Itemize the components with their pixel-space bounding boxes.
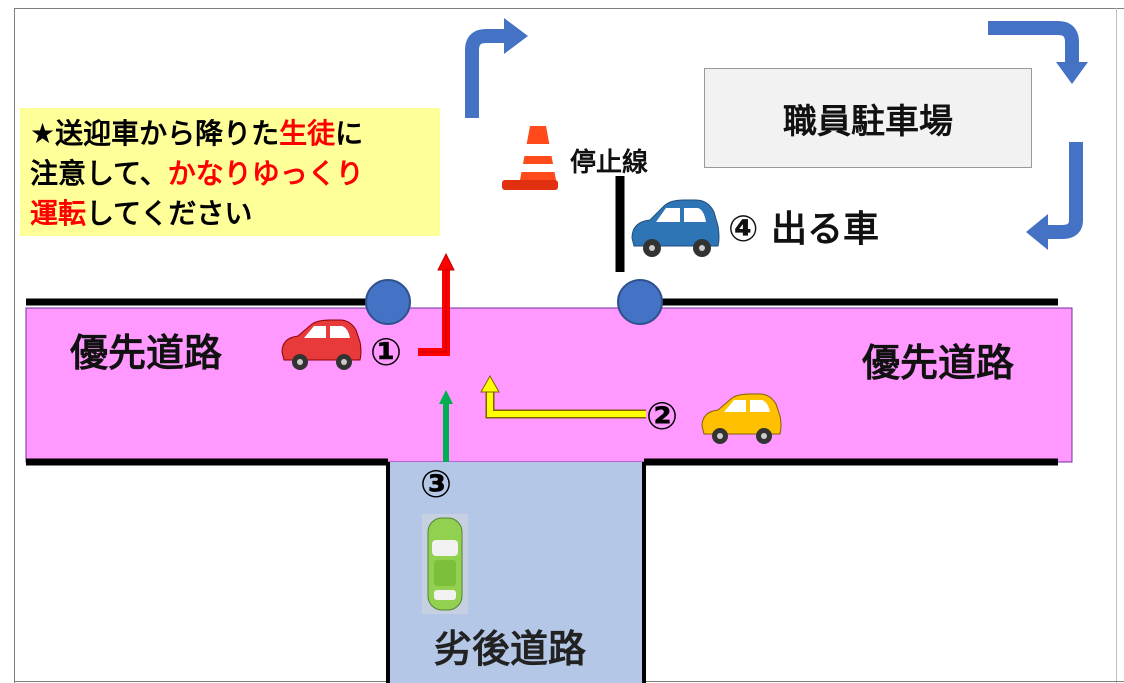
- safety-notice: ★送迎車から降りた生徒に 注意して、かなりゆっくり 運転してください: [20, 108, 440, 236]
- notice-line-2: 注意して、かなりゆっくり: [30, 154, 430, 194]
- number-1: ①: [370, 330, 403, 374]
- notice-highlight-drive: 運転: [30, 197, 87, 230]
- notice-text: 注意して、: [30, 157, 168, 190]
- staff-parking-box: 職員駐車場: [704, 68, 1032, 168]
- gate-post-left: [365, 279, 411, 325]
- path-arrow-3: [439, 390, 453, 462]
- notice-line-1: ★送迎車から降りた生徒に: [30, 114, 430, 154]
- frame-top-border: [14, 8, 1124, 9]
- priority-road-label-right: 優先道路: [862, 341, 1015, 385]
- staff-parking-label: 職員駐車場: [783, 101, 953, 142]
- priority-road-label-left: 優先道路: [70, 331, 223, 375]
- frame-left-border: [14, 8, 15, 683]
- curved-arrow-icon: [465, 21, 1083, 239]
- blue-car-icon: [631, 199, 720, 257]
- notice-text: ★送迎車から降りた: [30, 117, 280, 150]
- path-arrow-2: [480, 374, 646, 419]
- notice-text: に: [335, 117, 364, 150]
- priority-road: [25, 307, 1073, 463]
- red-car-icon: [281, 319, 362, 370]
- notice-highlight-students: 生徒: [279, 117, 336, 150]
- notice-highlight-slowly: かなりゆっくり: [167, 157, 364, 190]
- exiting-car-label: ④ 出る車: [728, 209, 880, 250]
- notice-line-3: 運転してください: [30, 194, 430, 234]
- traffic-cone-icon: [502, 126, 558, 190]
- frame-right-border: [1116, 8, 1117, 683]
- inferior-road-label: 劣後道路: [434, 627, 587, 671]
- path-arrow-1: [418, 252, 455, 356]
- gate-post-right: [617, 279, 663, 325]
- curved-arrow-heads: [504, 18, 1088, 250]
- notice-text: してください: [86, 197, 253, 230]
- number-2: ②: [646, 394, 679, 438]
- green-car-icon: [422, 514, 468, 614]
- yellow-car-icon: [701, 393, 782, 444]
- stop-line-label: 停止線: [570, 148, 649, 178]
- number-3: ③: [420, 462, 453, 506]
